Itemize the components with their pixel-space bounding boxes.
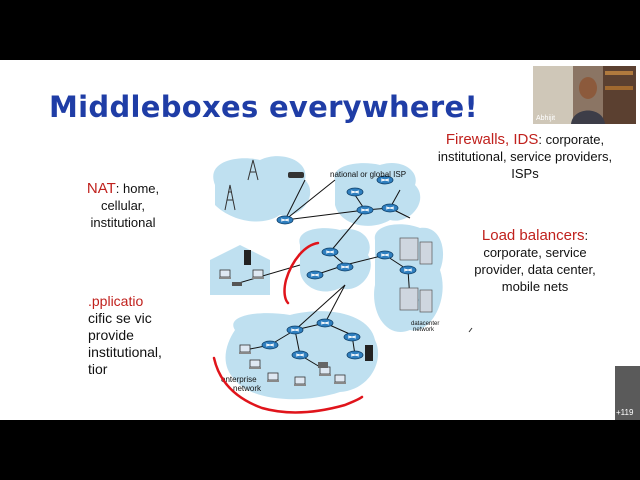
computer-icon xyxy=(238,344,252,355)
server-icon xyxy=(365,345,373,361)
router-icon xyxy=(291,350,309,360)
router-icon xyxy=(346,350,364,360)
ink-annotation-bottom xyxy=(212,356,364,414)
firewalls-text: Firewalls, IDS: corporate, institutional… xyxy=(415,131,614,182)
nat-label: NAT xyxy=(86,180,116,197)
router-icon xyxy=(376,250,394,260)
computer-icon xyxy=(248,359,262,370)
obscured-line-5: tior xyxy=(88,361,108,377)
router-icon xyxy=(343,332,361,342)
load-balancers-text: Load balancers: corporate, service provi… xyxy=(455,227,614,295)
load-balancers-line-4: mobile nets xyxy=(501,279,569,294)
printer-icon xyxy=(318,362,328,368)
bottom-black-bar xyxy=(0,420,640,480)
cell-tower-icon xyxy=(224,159,259,211)
ink-mark xyxy=(468,327,473,333)
home-house xyxy=(210,245,270,295)
computer-icon xyxy=(318,366,332,377)
nat-line-1: : home, xyxy=(115,181,160,196)
router-icon xyxy=(321,247,339,257)
computer-icon xyxy=(333,374,347,385)
participant-video-feed xyxy=(533,66,636,124)
participants-count-badge[interactable]: +119 xyxy=(615,366,640,420)
firewalls-line-1: : corporate, xyxy=(538,132,605,147)
isp-label: national or global ISP xyxy=(330,170,406,179)
firewalls-line-2: institutional, service providers, xyxy=(437,149,613,164)
slide-title: Middleboxes everywhere! xyxy=(49,90,478,124)
router-icon xyxy=(381,203,399,213)
network-diagram: datacenter network national or global IS… xyxy=(210,156,473,414)
car-icon xyxy=(288,172,304,178)
load-balancers-label: Load balancers xyxy=(481,227,585,244)
firewalls-line-3: ISPs xyxy=(511,166,539,181)
load-balancers-colon: : xyxy=(584,228,589,243)
enterprise-label-2: network xyxy=(233,384,262,393)
obscured-line-2: cific se vic xyxy=(88,310,152,326)
server-rack-icon xyxy=(399,237,433,313)
router-icon xyxy=(346,187,364,197)
ink-annotation-top xyxy=(283,241,320,305)
presentation-slide: Middleboxes everywhere! NAT: home, cellu… xyxy=(0,60,614,420)
router-icon xyxy=(356,205,374,215)
router-icon xyxy=(316,318,334,328)
computer-icon xyxy=(251,269,265,280)
participants-count: +119 xyxy=(616,408,634,417)
router-icon xyxy=(261,340,279,350)
router-icon xyxy=(286,325,304,335)
mobile-network-cloud xyxy=(213,156,311,222)
isp-cloud xyxy=(334,162,421,226)
participant-video-tile[interactable]: Abhijit xyxy=(533,66,636,124)
nat-line-3: institutional xyxy=(90,215,156,230)
load-balancers-line-2: corporate, service xyxy=(483,245,587,260)
computer-icon xyxy=(266,372,280,383)
router-icon xyxy=(336,262,354,272)
router-icon xyxy=(399,265,417,275)
firewalls-label: Firewalls, IDS xyxy=(445,131,539,148)
load-balancers-line-3: provider, data center, xyxy=(474,262,596,277)
obscured-line-4: institutional, xyxy=(88,344,162,360)
router-icon xyxy=(306,270,324,280)
enterprise-label: enterprise xyxy=(221,375,257,384)
phone-icon xyxy=(244,250,251,265)
obscured-line-3: provide xyxy=(88,327,134,343)
obscured-text-block: .pplicatio cific se vic provide institut… xyxy=(88,293,198,378)
regional-isp-cloud xyxy=(299,228,371,292)
nat-line-2: cellular, xyxy=(100,198,146,213)
svg-text:network: network xyxy=(413,327,435,333)
router-icon xyxy=(276,215,294,225)
top-black-bar xyxy=(0,0,640,60)
computer-icon xyxy=(293,376,307,387)
nat-text: NAT: home, cellular, institutional xyxy=(68,180,178,231)
computer-icon xyxy=(218,269,232,280)
modem-icon xyxy=(232,282,242,286)
participant-name: Abhijit xyxy=(536,115,556,122)
datacenter-label: datacenter xyxy=(411,321,439,327)
obscured-line-1: .pplicatio xyxy=(88,293,144,309)
